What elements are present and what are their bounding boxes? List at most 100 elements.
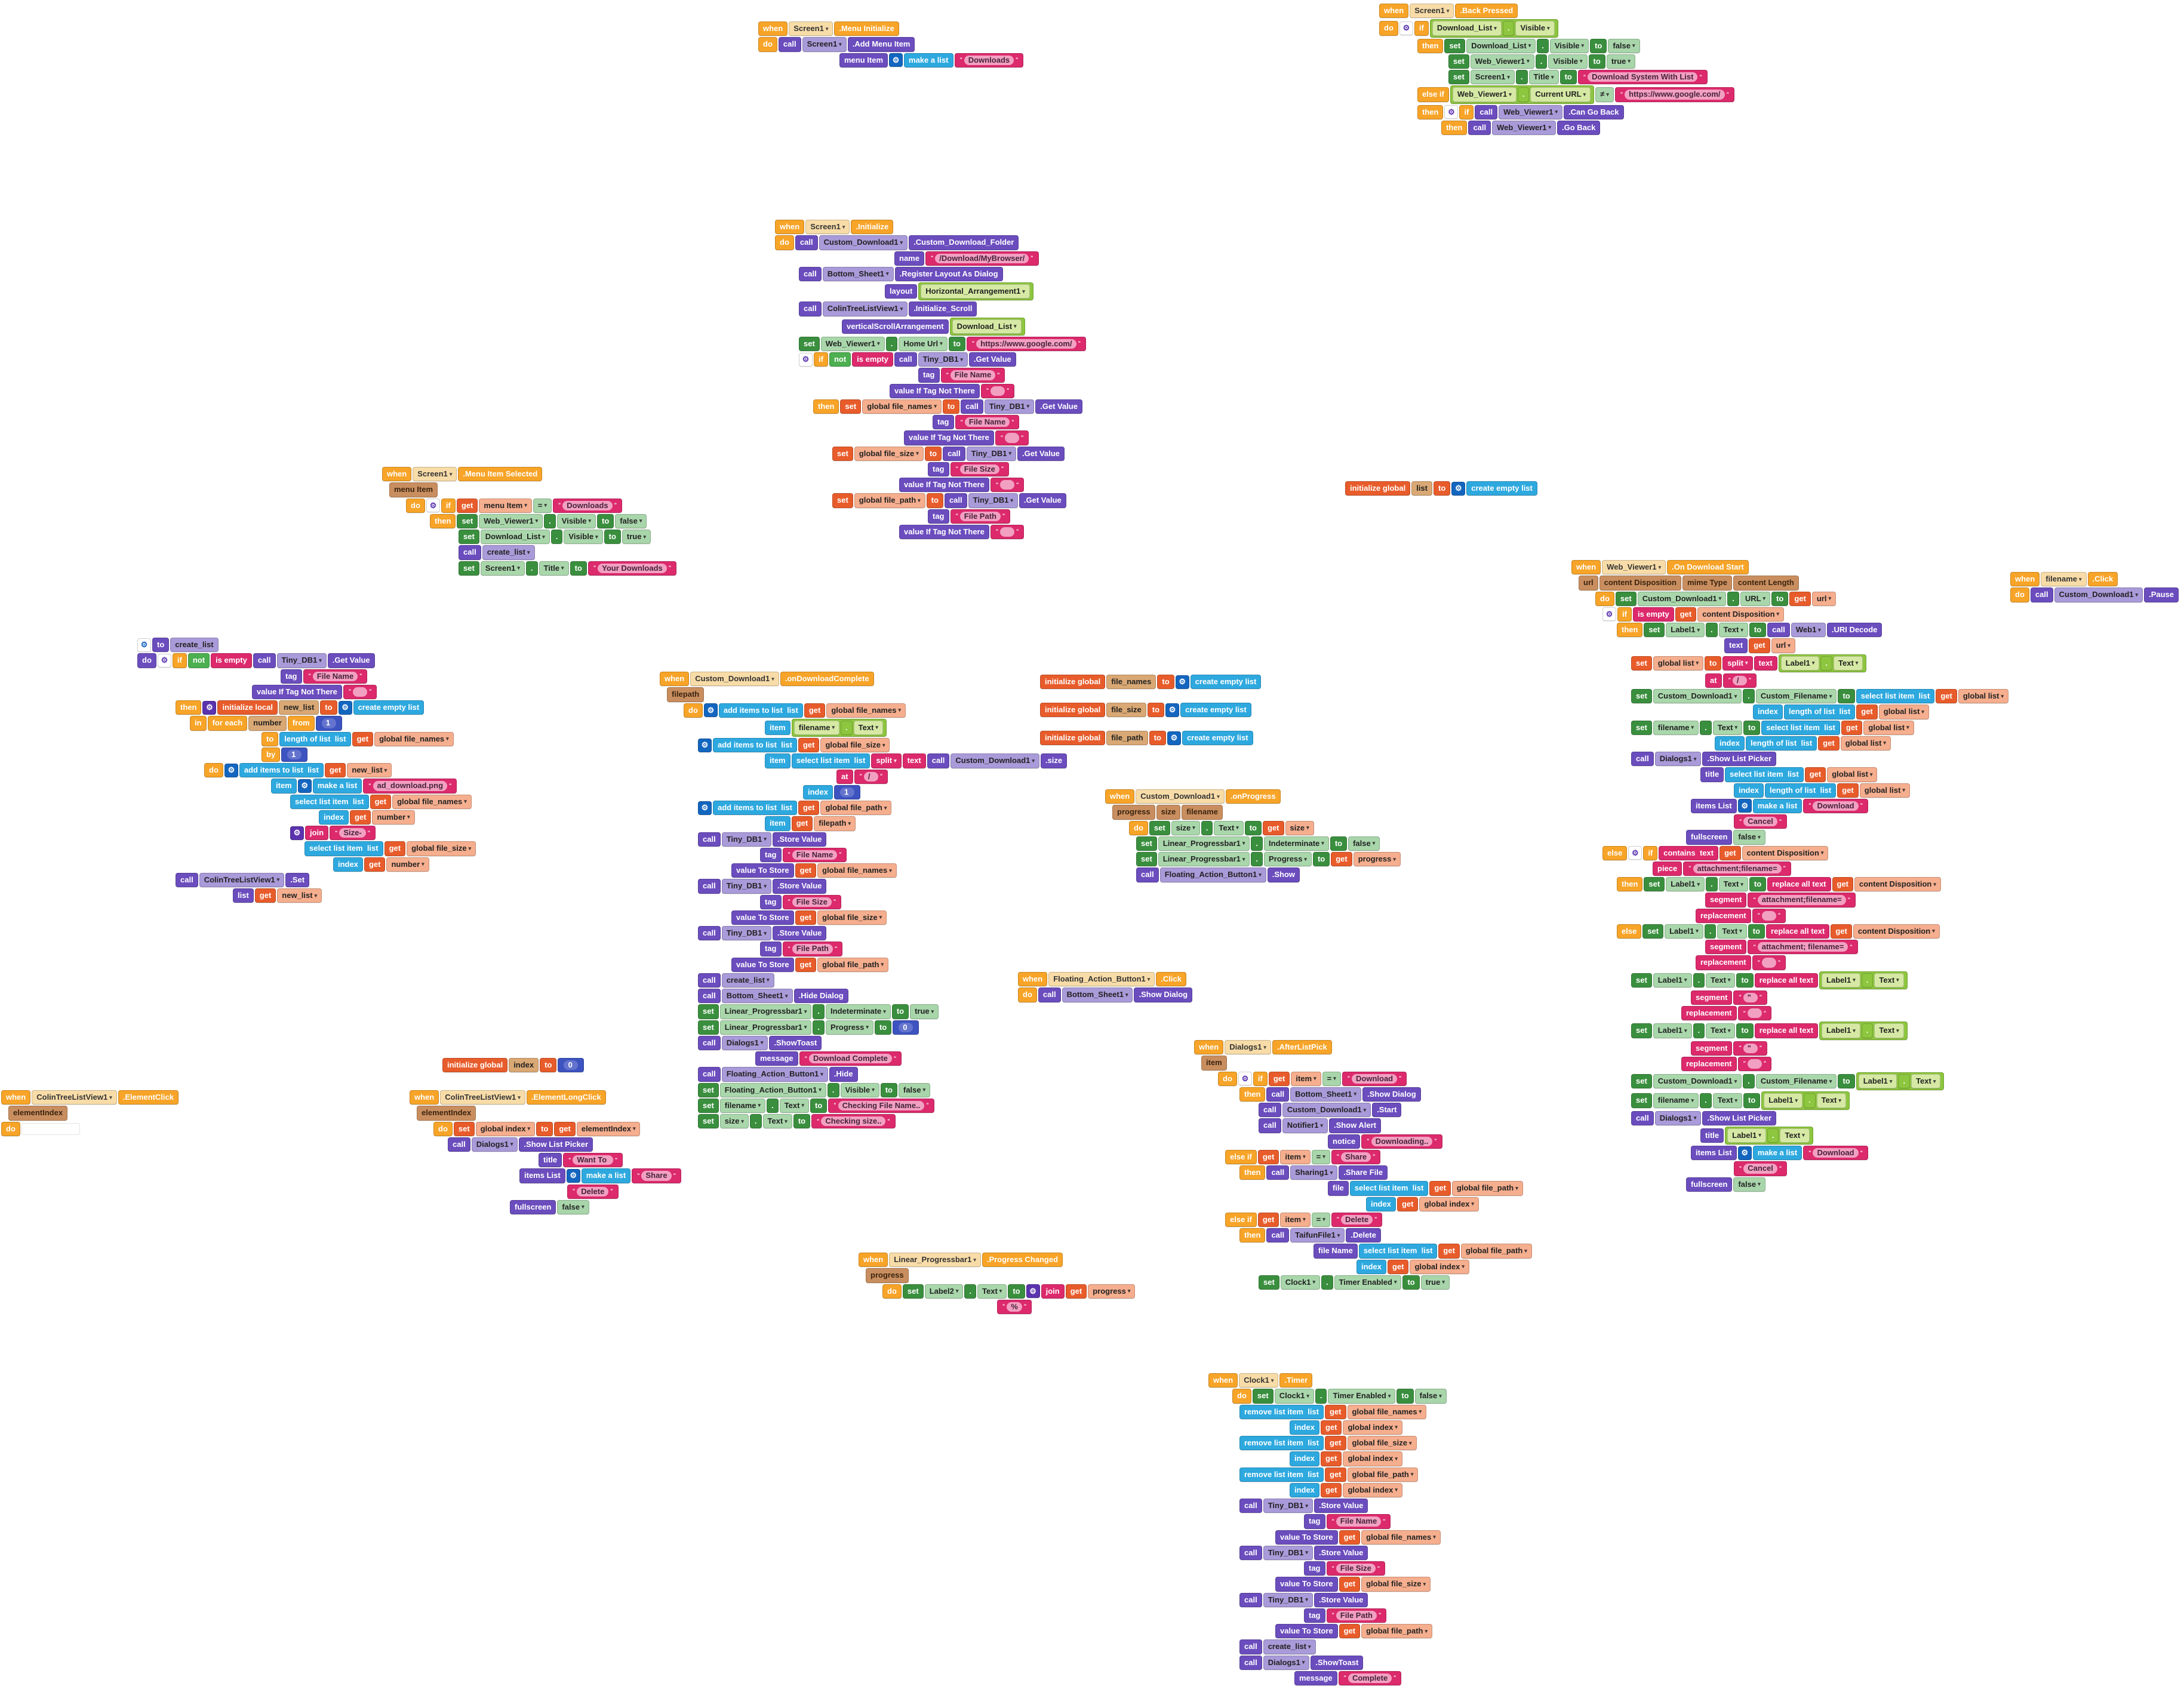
dropdown-arrow[interactable]: ▾ [804, 1008, 807, 1014]
variable-dropdown[interactable]: new_list▾ [347, 763, 392, 778]
string-literal[interactable]: "Download System With List" [1577, 70, 1708, 85]
variable-label[interactable]: get [554, 1121, 576, 1136]
dropdown-arrow[interactable]: ▾ [940, 340, 943, 347]
text-op-label[interactable]: segment [1691, 990, 1733, 1005]
property-setter-label[interactable]: to [1743, 720, 1761, 735]
string-value[interactable]: " [1743, 992, 1758, 1002]
logic-label[interactable]: not [829, 352, 851, 367]
list-op-label[interactable]: index [1356, 1259, 1386, 1274]
string-literal[interactable]: "Download" [1803, 1146, 1868, 1161]
variable-dropdown[interactable]: global file_path▾ [817, 957, 888, 972]
method-call-label[interactable]: call [1266, 1228, 1290, 1243]
property-setter-label[interactable]: set [457, 513, 478, 528]
method-call-label[interactable]: title [1700, 1128, 1724, 1143]
string-value[interactable]: Share [641, 1171, 672, 1181]
method-call-label[interactable]: tag [281, 669, 302, 684]
number-literal[interactable]: 1 [315, 716, 342, 731]
logic-dropdown[interactable]: false▾ [1348, 836, 1380, 851]
string-value[interactable] [1000, 527, 1015, 537]
string-literal[interactable]: "attachment;filename=" [1748, 893, 1856, 907]
dropdown-arrow[interactable]: ▾ [1321, 840, 1324, 847]
dropdown-arrow[interactable]: ▾ [1696, 660, 1699, 666]
method-call-label[interactable]: title [1700, 767, 1724, 782]
dropdown-arrow[interactable]: ▾ [1727, 977, 1731, 983]
property-dropdown[interactable]: Download_List▾ [952, 319, 1022, 334]
control-label[interactable]: do [433, 1121, 453, 1136]
dropdown-arrow[interactable]: ▾ [931, 1008, 934, 1014]
property-getter-block[interactable]: filename▾.Text▾ [791, 718, 887, 737]
method-call-label[interactable]: call [961, 399, 983, 414]
property-setter-label[interactable]: . [1515, 70, 1528, 85]
number-literal[interactable]: 0 [893, 1020, 919, 1035]
dropdown-arrow[interactable]: ▾ [1855, 660, 1859, 666]
control-label[interactable]: then [1239, 1228, 1266, 1243]
method-call-label[interactable]: .Get Value [1017, 446, 1065, 461]
control-label[interactable]: .ElementClick [118, 1090, 179, 1105]
dropdown-arrow[interactable]: ▾ [764, 882, 767, 889]
variable-dropdown[interactable]: global file_size▾ [1361, 1577, 1431, 1592]
property-setter-label[interactable]: to [1402, 1275, 1420, 1290]
property-dropdown[interactable]: Label1▾ [1822, 973, 1860, 987]
variable-dropdown[interactable]: global file_names▾ [826, 703, 906, 718]
list-op-label[interactable]: item [271, 779, 297, 793]
number-value[interactable]: 1 [839, 787, 854, 797]
mutator-gear-icon[interactable]: ⚙ [1737, 1146, 1752, 1160]
variable-label[interactable]: get [791, 816, 813, 831]
property-setter-label[interactable]: to [874, 1020, 892, 1035]
mutator-gear-icon[interactable]: ⚙ [338, 700, 352, 715]
method-call-label[interactable]: call [778, 37, 801, 52]
method-call-label[interactable]: list [233, 888, 254, 903]
control-label[interactable]: when [1194, 1040, 1224, 1055]
dropdown-arrow[interactable]: ▾ [1320, 1122, 1323, 1128]
dropdown-arrow[interactable]: ▾ [1337, 1232, 1340, 1238]
string-value[interactable] [1747, 1059, 1762, 1069]
text-op-label[interactable]: split▾ [871, 753, 902, 768]
variable-dropdown[interactable]: global file_names▾ [392, 794, 472, 809]
control-label[interactable]: when [775, 220, 805, 235]
string-literal[interactable]: "https://www.google.com/" [966, 336, 1086, 351]
variable-label[interactable]: to [1433, 481, 1451, 496]
component-dropdown[interactable]: ColinTreeListView1▾ [32, 1090, 117, 1105]
variable-label[interactable]: to [1705, 656, 1722, 670]
property-setter-label[interactable]: . [964, 1284, 977, 1299]
property-dropdown[interactable]: filename▾ [793, 720, 840, 735]
dropdown-arrow[interactable]: ▾ [1271, 1377, 1274, 1383]
string-value[interactable]: attachment; filename= [1757, 942, 1848, 952]
dropdown-arrow[interactable]: ▾ [1758, 1132, 1761, 1139]
property-setter-label[interactable]: . [1693, 1023, 1705, 1038]
dropdown-arrow[interactable]: ▾ [1509, 91, 1512, 97]
dropdown-arrow[interactable]: ▾ [588, 518, 591, 524]
variable-dropdown[interactable]: global file_names▾ [374, 731, 454, 746]
dropdown-arrow[interactable]: ▾ [639, 518, 642, 524]
parameter-pill[interactable]: size [1156, 805, 1181, 820]
string-value[interactable]: File Name [964, 417, 1010, 427]
text-op-label[interactable]: join [1041, 1284, 1065, 1299]
method-call-label[interactable]: value If Tag Not There [899, 478, 989, 493]
mutator-gear-icon[interactable]: ⚙ [698, 801, 712, 815]
variable-label[interactable]: get [1320, 1420, 1342, 1435]
property-dropdown[interactable]: filename▾ [1653, 1093, 1699, 1108]
dropdown-arrow[interactable]: ▾ [510, 1141, 513, 1147]
dropdown-arrow[interactable]: ▾ [1312, 1279, 1315, 1285]
method-call-label[interactable]: .Show List Picker [519, 1137, 593, 1152]
dropdown-arrow[interactable]: ▾ [1933, 881, 1936, 887]
list-op-label[interactable]: create empty list [1190, 675, 1262, 690]
control-label[interactable]: then [1417, 104, 1444, 119]
method-call-label[interactable]: call [927, 753, 950, 768]
method-call-label[interactable]: call [698, 832, 721, 847]
variable-dropdown[interactable]: global index▾ [1410, 1259, 1469, 1274]
mutator-gear-icon[interactable]: ⚙ [224, 763, 238, 777]
string-literal[interactable]: "File Size" [1326, 1561, 1386, 1576]
dropdown-arrow[interactable]: ▾ [535, 518, 539, 524]
control-label[interactable]: then [1239, 1165, 1266, 1180]
string-value[interactable] [1005, 433, 1020, 443]
variable-label[interactable]: get [349, 810, 371, 824]
dropdown-arrow[interactable]: ▾ [1322, 1153, 1325, 1160]
property-getter-block[interactable]: Web_Viewer1▾.Current URL▾ [1450, 85, 1595, 104]
parameter-pill[interactable]: progress [866, 1268, 909, 1283]
string-literal[interactable]: "Checking File Name.." [828, 1098, 934, 1113]
control-label[interactable]: else [1617, 924, 1642, 939]
method-call-label[interactable]: .Hide Dialog [793, 989, 848, 1004]
string-value[interactable]: https://www.google.com/ [1625, 90, 1725, 100]
variable-label[interactable]: get [1438, 1244, 1460, 1259]
